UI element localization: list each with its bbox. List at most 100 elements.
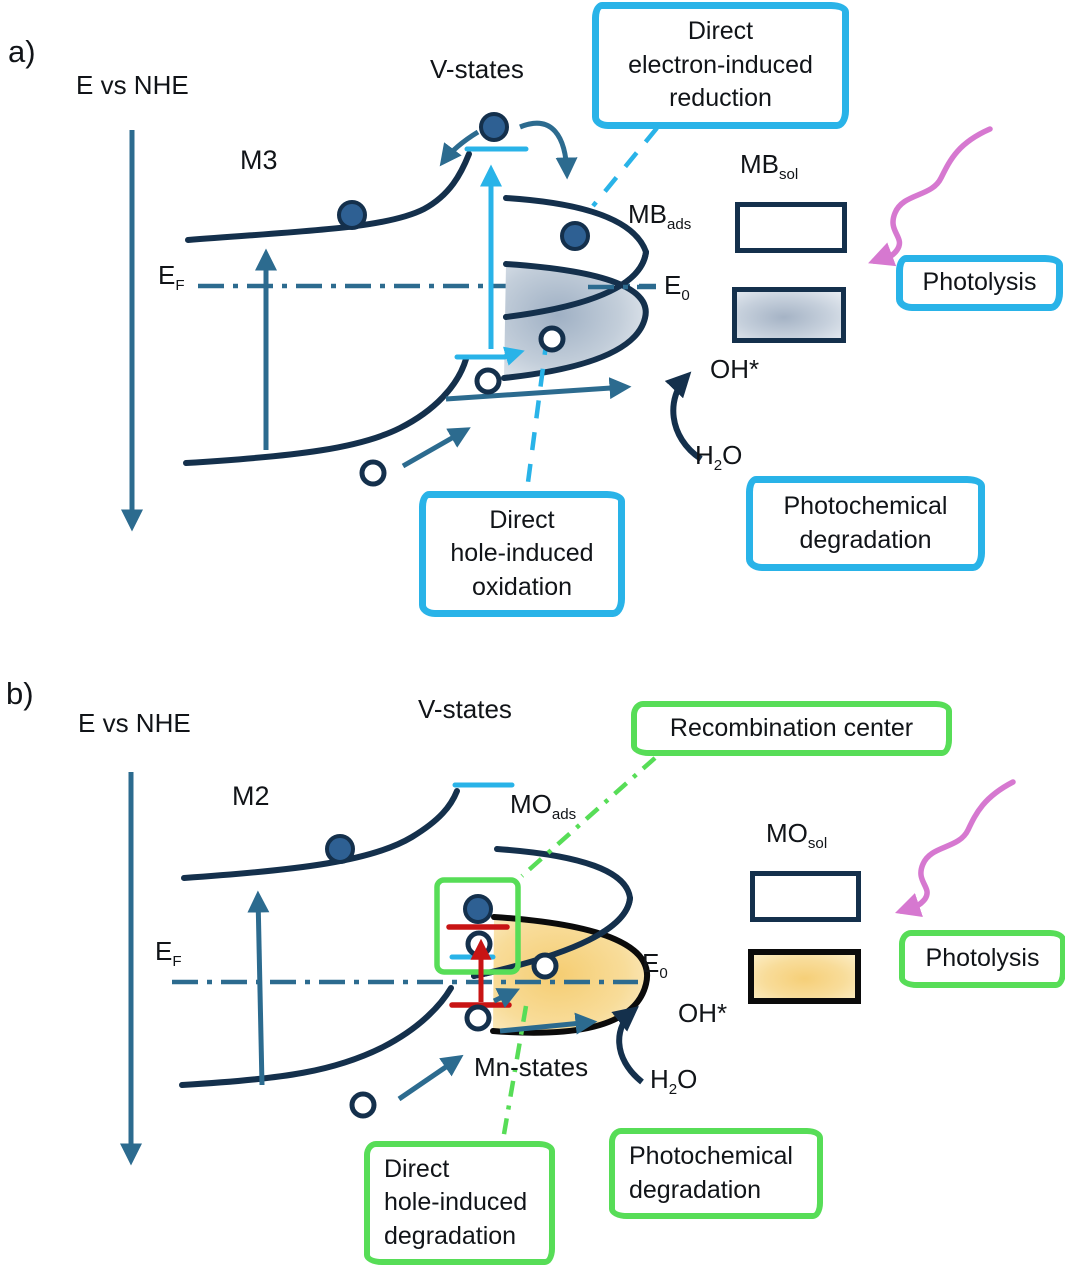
oh-radical-label-a: OH*: [710, 354, 760, 384]
mo-sol-label: MOsol: [766, 818, 828, 853]
mo-sol-filled-state-rect: [748, 949, 861, 1004]
e0-sub-b: 0: [659, 965, 668, 983]
reduction-line: reduction: [669, 84, 772, 113]
photochemical-line-b: degradation: [629, 1175, 762, 1204]
reduction-link-dashed-a: [591, 126, 659, 208]
mb-ads-sub: ads: [667, 216, 692, 234]
reduction-callout-box: Direct electron-induced reduction: [592, 2, 849, 129]
degradation-line: degradation: [384, 1221, 517, 1250]
valence-band-curve-a: [183, 356, 469, 466]
recombination-label: Recombination center: [669, 713, 914, 742]
homo-parabola-outline-a: [501, 261, 649, 381]
hole-dot: [538, 325, 566, 353]
oxidation-line: Direct: [489, 505, 555, 534]
water-sub-a: 2: [713, 457, 723, 475]
v-states-label-b: V-states: [418, 694, 512, 724]
degradation-line: hole-induced: [384, 1188, 528, 1217]
water-post-a: O: [722, 440, 743, 470]
hole-dot: [531, 952, 559, 980]
recombination-link-dashed: [520, 756, 657, 878]
mb-ads-label: MBads: [628, 199, 692, 234]
oxidation-line: oxidation: [471, 572, 573, 601]
mb-sol-empty-state-rect: [735, 202, 847, 253]
hole-migration-arrow-a: [401, 427, 471, 469]
mb-sol-sub: sol: [779, 166, 799, 184]
electron-dot: [337, 200, 367, 230]
e0-sub-a: 0: [681, 287, 690, 305]
photolysis-callout-box-a: Photolysis: [896, 255, 1063, 311]
fermi-sub-b: F: [172, 953, 182, 971]
electron-dot: [325, 834, 355, 864]
mb-sol-label: MBsol: [740, 149, 799, 184]
material-label-b: M2: [232, 781, 270, 811]
oxidation-callout-box: Direct hole-induced oxidation: [419, 491, 625, 617]
photolysis-label-a: Photolysis: [922, 268, 1037, 297]
panel-letter-b: b): [6, 676, 34, 711]
hole-injection-arrow-a: [502, 346, 525, 366]
hole-dot: [464, 1004, 492, 1032]
reduction-line: electron-induced: [628, 50, 813, 79]
water-sub-b: 2: [668, 1081, 678, 1099]
water-pre-b: H: [650, 1064, 669, 1094]
mo-sol-base: MO: [766, 818, 808, 848]
mb-ads-base: MB: [628, 199, 667, 229]
photolysis-label-b: Photolysis: [925, 944, 1040, 973]
e0-label-b: E0: [642, 948, 668, 983]
fermi-label-a: EF: [158, 260, 185, 295]
axis-label-a: E vs NHE: [76, 70, 189, 100]
hole-dot: [359, 459, 387, 487]
hole-injection-arrow-b: [492, 988, 520, 1009]
electron-transfer-arrow-a: [519, 120, 578, 180]
photolysis-callout-box-b: Photolysis: [899, 930, 1065, 988]
hole-dot: [349, 1091, 377, 1119]
water-label-b: H2O: [650, 1064, 698, 1099]
water-oxidation-arrow-a: [664, 371, 703, 462]
hole-transfer-arrow-b: [499, 1012, 598, 1035]
oh-radical-label-b: OH*: [678, 998, 728, 1028]
electron-relax-arrow-a: [439, 129, 480, 167]
fermi-label-b: EF: [155, 936, 182, 971]
e0-base-a: E: [664, 270, 682, 300]
mo-sol-sub: sol: [807, 835, 828, 853]
electron-dot: [560, 221, 590, 251]
water-pre-a: H: [695, 440, 714, 470]
photochemical-line-a: Photochemical: [783, 492, 948, 520]
mb-sol-base: MB: [740, 149, 779, 179]
panel-letter-a: a): [8, 34, 36, 69]
lumo-parabola-lower-arm-b: [471, 895, 633, 979]
mb-sol-filled-state-rect: [732, 287, 846, 343]
e0-base-b: E: [642, 948, 660, 978]
degradation-line: Direct: [384, 1154, 450, 1183]
photochemical-line-a: degradation: [799, 525, 932, 554]
reduction-line: Direct: [687, 17, 754, 46]
hole-migration-arrow-b: [397, 1054, 464, 1102]
mn-states-label: Mn-states: [474, 1052, 589, 1082]
band-excitation-arrow-b: [247, 890, 270, 1086]
hole-transfer-arrow-a: [445, 377, 632, 402]
fermi-base-a: E: [158, 260, 176, 290]
conduction-band-curve-b: [181, 788, 460, 881]
water-label-a: H2O: [695, 440, 743, 475]
mo-sol-empty-state-rect: [750, 871, 861, 922]
homo-parabola-outline-b: [490, 914, 651, 1036]
water-post-b: O: [677, 1064, 698, 1094]
homo-state-fill-b: [493, 917, 648, 1033]
recombination-callout-box: Recombination center: [631, 701, 952, 756]
oxidation-link-dashed-a: [524, 336, 550, 491]
e0-label-a: E0: [664, 270, 690, 305]
fermi-base-b: E: [155, 936, 173, 966]
mo-ads-sub: ads: [551, 806, 577, 824]
oxidation-line: hole-induced: [450, 539, 594, 568]
valence-band-curve-b: [179, 985, 454, 1088]
photochemical-callout-box-a: Photochemical degradation: [746, 476, 985, 571]
electron-dot: [463, 894, 493, 924]
photochemical-callout-box-b: Photochemical degradation: [609, 1128, 823, 1219]
water-oxidation-arrow-b: [611, 1006, 644, 1085]
degradation-callout-box: Direct hole-induced degradation: [364, 1141, 555, 1265]
fermi-sub-a: F: [175, 277, 185, 295]
recombination-site-box: [434, 877, 521, 975]
conduction-band-curve-a: [185, 151, 472, 243]
lumo-parabola-lower-arm-a: [503, 249, 649, 320]
